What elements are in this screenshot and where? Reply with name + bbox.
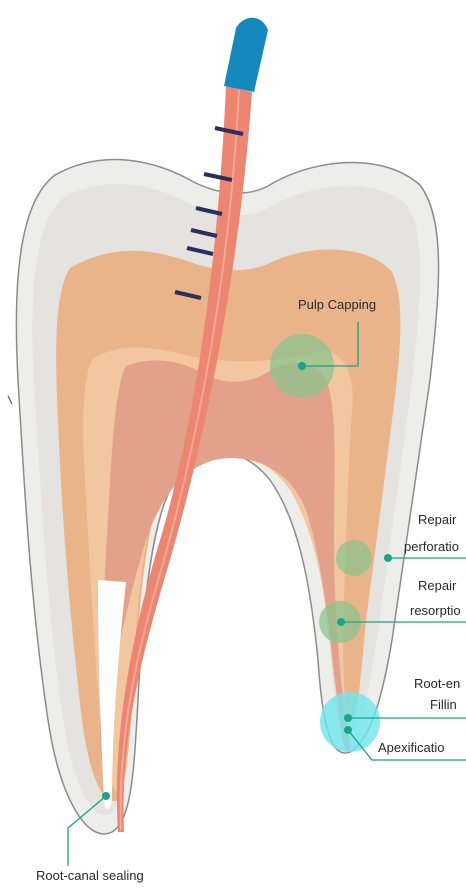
perforation-halo	[336, 540, 372, 576]
stray-mark	[8, 396, 12, 404]
root-canal-sealing-dot	[102, 792, 110, 800]
root-end-halo	[320, 692, 380, 752]
label-root-end-line1: Root-en	[414, 676, 460, 691]
label-repair-resorption-line1: Repair	[418, 578, 456, 593]
file-handle	[224, 18, 268, 92]
label-pulp-capping: Pulp Capping	[298, 297, 376, 312]
label-root-canal-sealing: Root-canal sealing	[36, 868, 144, 883]
label-repair-resorption-line2: resorptio	[410, 603, 461, 618]
root-end-dot	[344, 714, 352, 722]
label-root-end-line2: Fillin	[430, 697, 457, 712]
resorption-dot	[337, 618, 345, 626]
label-repair-perforation-line1: Repair	[418, 512, 456, 527]
pulp-capping-dot	[298, 362, 306, 370]
apexification-dot	[344, 726, 352, 734]
perforation-dot	[384, 554, 392, 562]
label-apexification: Apexificatio	[378, 740, 444, 755]
label-repair-perforation-line2: perforatio	[404, 539, 459, 554]
